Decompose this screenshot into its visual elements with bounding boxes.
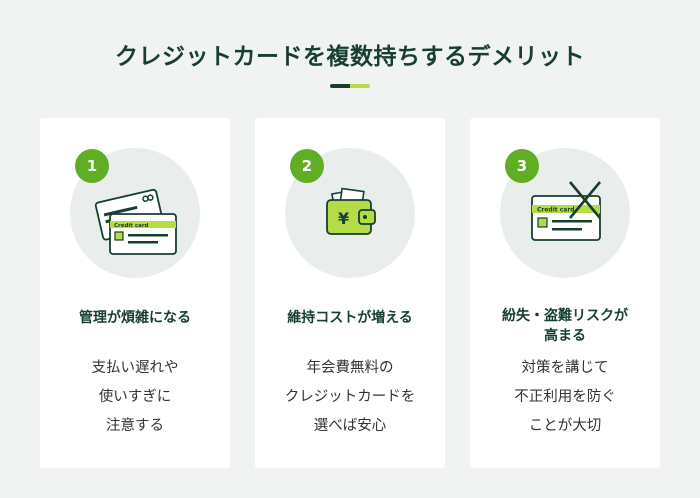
description-line: 注意する <box>106 418 164 434</box>
demerit-card-2: ¥ 2 維持コストが増える 年会費無料の クレジットカードを 選べば安心 <box>255 118 445 468</box>
underline-lime-segment <box>350 84 370 88</box>
underline-dark-segment <box>330 84 350 88</box>
card-description: 年会費無料の クレジットカードを 選べば安心 <box>255 354 445 441</box>
description-line: クレジットカードを <box>284 389 416 405</box>
description-line: 対策を講じて <box>521 360 609 376</box>
demerit-card-1: Credit card 1 管理が煩雑になる 支払い遅れや 使いすぎに 注意する <box>40 118 230 468</box>
credit-cards-icon: Credit card <box>94 188 177 255</box>
card-heading: 紛失・盗難リスクが 高まる <box>470 306 660 346</box>
wallet-yen-icon: ¥ <box>326 187 376 235</box>
description-line: 支払い遅れや <box>91 360 179 376</box>
description-line: 使いすぎに <box>98 389 172 405</box>
heading-line: 管理が煩雑になる <box>79 310 191 326</box>
yen-symbol: ¥ <box>338 209 349 228</box>
page-title: クレジットカードを複数持ちするデメリット <box>115 44 585 70</box>
description-line: 選べば安心 <box>313 418 387 434</box>
step-number-badge: 1 <box>75 149 109 183</box>
heading-line: 高まる <box>544 328 586 344</box>
description-line: 不正利用を防ぐ <box>514 389 616 405</box>
card-heading: 維持コストが増える <box>255 308 445 328</box>
card-heading: 管理が煩雑になる <box>40 308 230 328</box>
step-number-badge: 2 <box>290 149 324 183</box>
heading-line: 維持コストが増える <box>287 310 413 326</box>
demerit-card-3: Credit card 3 紛失・盗難リスクが 高まる 対策を講じて 不正利用を… <box>470 118 660 468</box>
heading-line: 紛失・盗難リスクが <box>502 308 628 324</box>
title-underline <box>330 84 370 88</box>
step-number-badge: 3 <box>505 149 539 183</box>
description-line: 年会費無料の <box>306 360 394 376</box>
crossed-credit-card-icon: Credit card <box>531 181 601 241</box>
card-description: 対策を講じて 不正利用を防ぐ ことが大切 <box>470 354 660 441</box>
card-label-3: Credit card <box>537 207 575 214</box>
card-label-1: Credit card <box>114 223 149 229</box>
card-description: 支払い遅れや 使いすぎに 注意する <box>40 354 230 441</box>
description-line: ことが大切 <box>528 418 602 434</box>
